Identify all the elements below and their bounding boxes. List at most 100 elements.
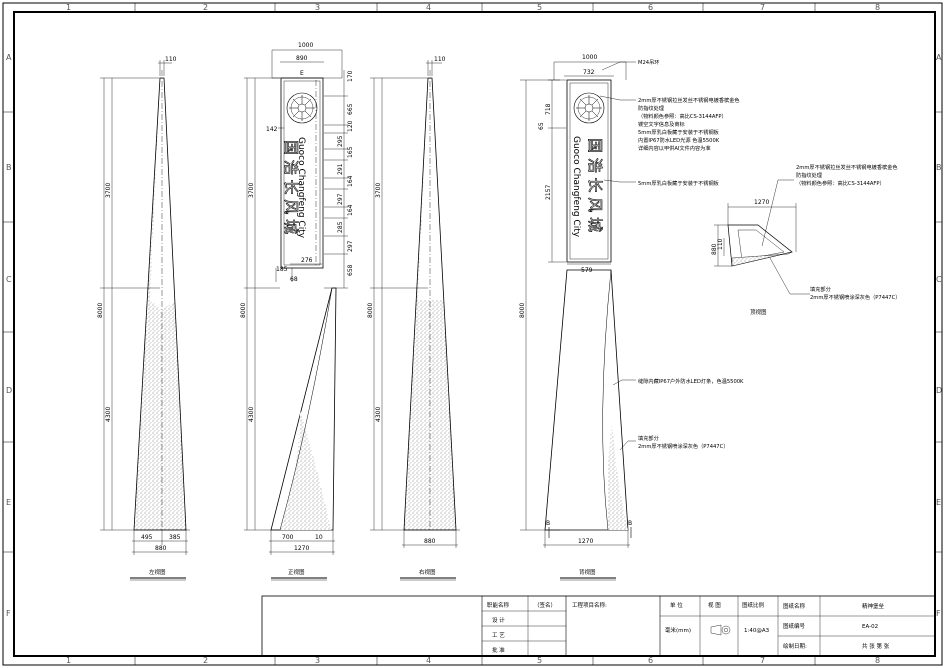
note-fill-2: 2mm厚不锈钢喷涂深灰色（P7447C）: [638, 442, 728, 450]
tb-approve: 批 准: [492, 646, 505, 654]
left-upper-h: 3700: [105, 183, 112, 198]
front-h295: 295: [337, 135, 344, 147]
top-view-label: 顶视图: [750, 308, 767, 316]
note-steel-4: 镂空文字信息及商标: [638, 120, 685, 128]
front-h165: 165: [347, 146, 354, 158]
front-lower-h: 4300: [248, 407, 255, 422]
note-acrylic: 5mm厚乳白板藏于安装于不锈钢板: [638, 179, 720, 187]
back-total-h: 8000: [519, 303, 526, 318]
front-h285: 285: [337, 221, 344, 233]
front-base-total: 1270: [294, 545, 309, 552]
top-h880: 880: [711, 243, 718, 255]
front-h297b: 297: [347, 240, 354, 252]
grid-row-e: E: [6, 498, 11, 507]
front-base-700: 700: [282, 534, 294, 541]
note-steel-7: 详细内容以甲供AI文件内容为准: [638, 144, 711, 152]
grid-col-3: 3: [315, 3, 320, 12]
right-top-width: 110: [434, 56, 446, 63]
grid-col-1: 1: [66, 3, 71, 12]
right-total-h: 8000: [367, 303, 374, 318]
front-h291: 291: [337, 163, 344, 175]
tb-craft: 工 艺: [492, 632, 505, 639]
left-lower-h: 4300: [105, 407, 112, 422]
front-total-h: 8000: [240, 303, 247, 318]
grid-col-4: 4: [426, 3, 431, 12]
grid-col-2: 2: [203, 3, 208, 12]
left-view: 110 3700 8000 4300 495 385 880 左视图: [97, 56, 190, 581]
top-h110: 110: [717, 238, 724, 250]
tb-sheets: 共 张 第 张: [862, 642, 890, 650]
right-lower-h: 4300: [375, 407, 382, 422]
tb-drawing-name: 图纸名称: [783, 602, 806, 610]
grid-row-d-right: D: [936, 386, 942, 395]
tb-unit-value: 毫米(mm): [665, 626, 691, 634]
tb-drawing-no-value: EA-02: [862, 624, 878, 630]
note-led-strip: 缝隙内藏IP67户外防水LED灯条，色温5500K: [638, 377, 744, 385]
front-h297a: 297: [337, 193, 344, 205]
back-mark-b-left: B: [546, 520, 550, 527]
grid-col-5-bottom: 5: [537, 656, 542, 665]
grid-col-6: 6: [648, 3, 653, 12]
grid-row-c: C: [6, 275, 12, 284]
tb-drawing-name-value: 精神堡垒: [862, 602, 885, 610]
grid-ticks: [3, 3, 942, 665]
grid-row-b: B: [6, 163, 12, 172]
back-vertical-text: Guoco Changfeng City: [571, 136, 581, 238]
front-top-width: 1000: [298, 42, 313, 49]
grid-col-1-bottom: 1: [66, 656, 71, 665]
front-upper-h: 3700: [248, 183, 255, 198]
note-steel-6: 内置IP67防水LED光源 色温5500K: [638, 136, 720, 144]
tb-view: 视 图: [708, 601, 721, 609]
right-base-total: 880: [424, 538, 436, 545]
grid-col-5: 5: [537, 3, 542, 12]
back-panel-width: 732: [583, 69, 595, 76]
back-h65: 65: [538, 122, 545, 130]
front-view: Guoco Changfeng City 国 浩 长 风 城 1000 890 …: [240, 42, 354, 581]
grid-col-2-bottom: 2: [203, 656, 208, 665]
note-m24: M24吊环: [638, 59, 659, 66]
back-h2157: 2157: [545, 185, 552, 200]
tb-unit: 单 位: [670, 601, 683, 609]
top-view: 1270 880 110 顶视图: [711, 179, 810, 316]
grid-row-a: A: [6, 53, 12, 62]
top-fill-1: 填充部分: [810, 285, 831, 293]
front-h665: 665: [347, 103, 354, 115]
note-steel-2: 防指纹处理: [638, 104, 665, 112]
left-base-total: 880: [155, 545, 167, 552]
grid-row-a-right: A: [936, 53, 942, 62]
top-note-1: 2mm厚不锈钢拉丝发丝不锈钢电镀香槟金色: [796, 163, 898, 171]
grid-row-f: F: [6, 609, 11, 618]
front-h658: 658: [347, 264, 354, 276]
front-h164a: 164: [347, 175, 354, 187]
projection-symbol-icon: [710, 624, 731, 636]
grid-row-b-right: B: [936, 163, 942, 172]
tb-scale-value: 1:40@A3: [744, 628, 770, 634]
grid-col-7-bottom: 7: [760, 656, 765, 665]
note-steel-1: 2mm厚不锈钢拉丝发丝不锈钢电镀香槟金色: [638, 96, 740, 104]
back-w579: 579: [581, 267, 593, 274]
tb-signature: （签名）: [534, 601, 556, 609]
tb-drawing-no: 图纸编号: [783, 622, 806, 630]
grid-col-7: 7: [760, 3, 765, 12]
tb-project: 工程项目名称:: [572, 601, 607, 609]
back-view: Guoco Changfeng City 国 浩 长 风 城 1000 732 …: [519, 54, 636, 581]
back-h718: 718: [545, 103, 552, 115]
back-top-width: 1000: [582, 54, 597, 61]
grid-col-6-bottom: 6: [648, 656, 653, 665]
grid-row-f-right: F: [936, 609, 941, 618]
front-vertical-text: Guoco Changfeng City: [296, 137, 306, 239]
grid-row-d: D: [6, 386, 12, 395]
back-cjk-text: 国 浩 长 风 城: [586, 138, 604, 232]
front-h120: 120: [347, 120, 354, 132]
left-base-left: 495: [141, 534, 153, 541]
front-w276: 276: [301, 257, 313, 264]
front-w68: 68: [290, 276, 298, 283]
top-fill-2: 2mm厚不锈钢喷涂深灰色（P7447C）: [810, 293, 900, 301]
top-note-2: 防指纹处理: [796, 171, 823, 179]
back-base-total: 1270: [578, 538, 593, 545]
front-h170: 170: [347, 70, 354, 82]
tb-role-name: 职能名称: [487, 601, 510, 609]
